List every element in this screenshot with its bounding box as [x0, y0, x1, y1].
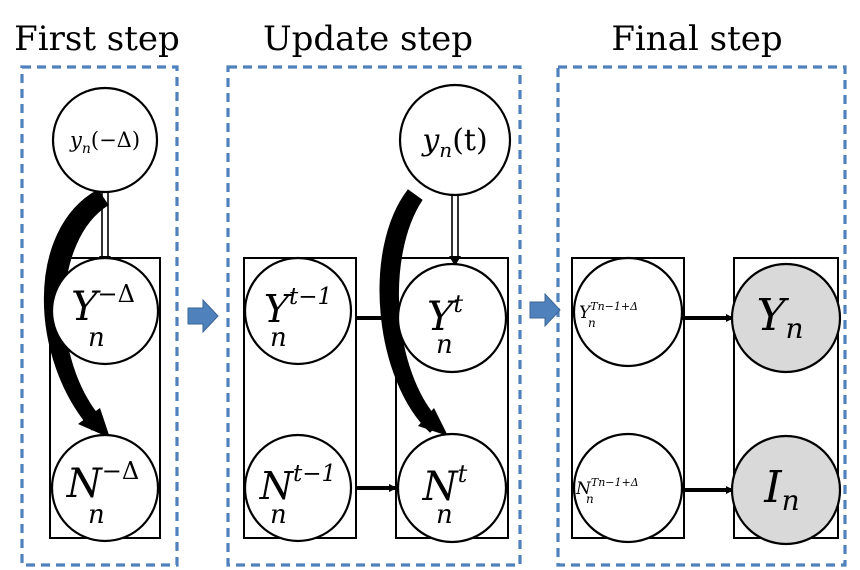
node-Y-update — [396, 262, 508, 374]
node-label-N-first: N−Δ — [66, 457, 139, 507]
svg-text:n: n — [436, 330, 453, 360]
node-N-first — [50, 433, 160, 543]
node-Nprev-final — [572, 432, 684, 544]
svg-text:n: n — [270, 323, 287, 353]
svg-text:n: n — [586, 492, 594, 506]
node-Yprev-update — [243, 256, 353, 366]
arrowhead-icon — [418, 408, 448, 436]
node-label-Nprev-final: NTn−1+Δ — [575, 476, 639, 499]
node-Y-first — [50, 256, 160, 366]
node-label-y-update: yn(t) — [420, 123, 487, 162]
panel-update — [226, 65, 522, 567]
node-label-Yprev-final: YTn−1+Δ — [579, 300, 638, 323]
panel-title-update: Update step — [263, 19, 473, 59]
node-label-Y-first: Y−Δ — [71, 280, 135, 330]
panel-final — [556, 65, 847, 567]
svg-text:n: n — [436, 500, 453, 530]
node-I-observed — [730, 434, 842, 546]
node-Yprev-final — [572, 256, 684, 368]
node-label-I-observed: In — [763, 462, 799, 517]
panel-first — [20, 65, 179, 567]
panel-title-final: Final step — [611, 19, 782, 59]
node-label-y-first: yn(−Δ) — [69, 128, 140, 157]
step-arrow-icon — [187, 298, 219, 334]
svg-text:n: n — [270, 500, 287, 530]
node-label-Y-update: Yt — [427, 290, 463, 340]
node-label-Y-observed: Yn — [756, 290, 803, 345]
svg-text:n: n — [88, 323, 105, 353]
node-label-N-update: Nt — [422, 460, 468, 510]
node-Nprev-update — [243, 433, 353, 543]
node-label-Yprev-update: Yt−1 — [264, 284, 332, 331]
node-y-update — [398, 83, 512, 197]
svg-text:n: n — [88, 500, 105, 530]
arrowhead-icon — [78, 408, 110, 438]
step-arrow-icon — [529, 292, 561, 328]
node-Y-observed — [730, 262, 842, 374]
node-y-first — [51, 86, 159, 194]
node-label-Nprev-update: Nt−1 — [259, 461, 336, 508]
svg-text:n: n — [588, 316, 596, 330]
panel-title-first: First step — [14, 19, 180, 59]
node-N-update — [396, 432, 508, 544]
